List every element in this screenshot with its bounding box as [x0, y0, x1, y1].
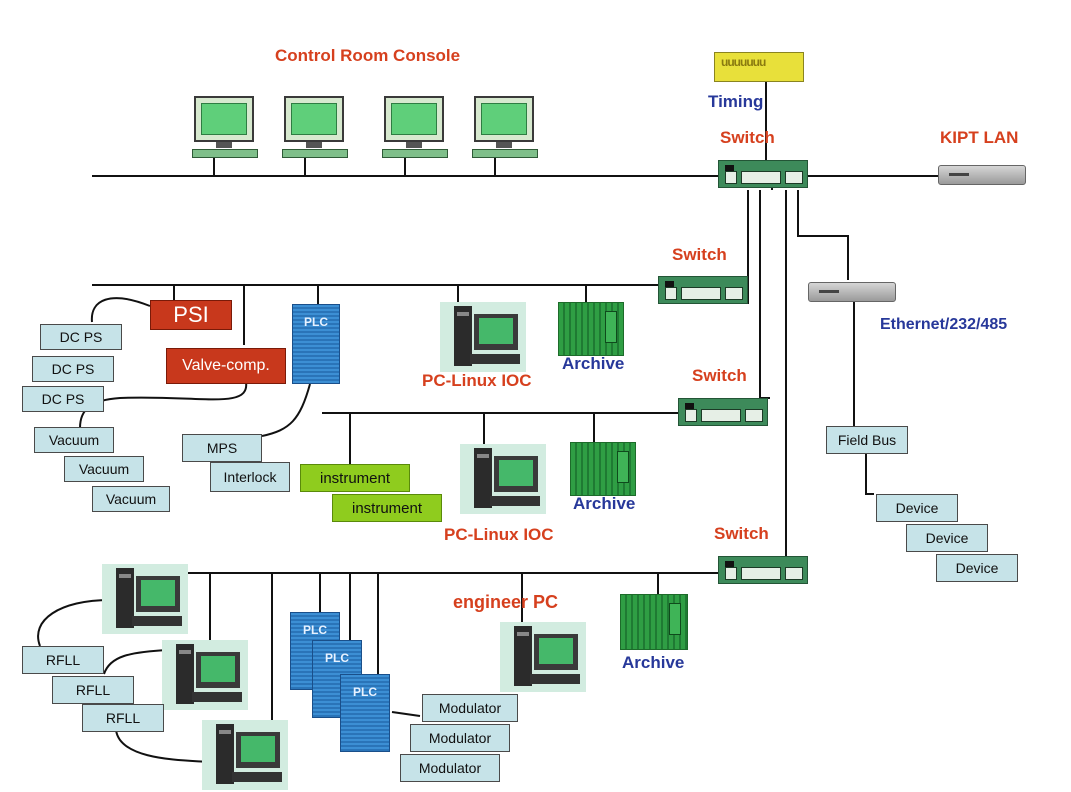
dc-ps-box: DC PS [32, 356, 114, 382]
uplink-switch3 [759, 190, 770, 399]
archive-label-1: Archive [562, 354, 625, 373]
pc-linux-ioc-1-icon [440, 302, 526, 372]
rfll-cable-3 [115, 729, 209, 763]
psi-box: PSI [150, 300, 232, 330]
vacuum-box: Vacuum [64, 456, 144, 482]
plc-icon: PLC [340, 674, 390, 752]
archive-label-2: Archive [573, 494, 636, 513]
archive-1-icon [558, 302, 624, 356]
pc-linux-ioc-label-2: PC-Linux IOC [444, 525, 554, 544]
valve-comp-box: Valve-comp. [166, 348, 286, 384]
dc-ps-cable [90, 297, 151, 323]
engineer-pc-label: engineer PC [453, 592, 559, 612]
mps-cable [261, 383, 311, 437]
vacuum-cable [79, 381, 248, 429]
device-box: Device [906, 524, 988, 552]
switch-2-icon [658, 276, 748, 304]
vacuum-box: Vacuum [34, 427, 114, 453]
rfll-box: RFLL [22, 646, 104, 674]
pc-linux-ioc-2-icon [460, 444, 546, 514]
archive-label-3: Archive [622, 653, 685, 672]
uplink-ethernet [797, 190, 849, 280]
archive-3-icon [620, 594, 688, 650]
instrument-box: instrument [300, 464, 410, 492]
rfll-box: RFLL [52, 676, 134, 704]
timing-icon: uuuuuuu [714, 52, 804, 82]
main-switch-icon [718, 160, 808, 188]
switch-label-main: Switch [720, 128, 775, 147]
instrument-box: instrument [332, 494, 442, 522]
ethernet-232-485-label: Ethernet/232/485 [880, 316, 1008, 333]
rfll-box: RFLL [82, 704, 164, 732]
rfll-workstation-2-icon [162, 640, 248, 710]
kipt-lan-label: KIPT LAN [940, 128, 1019, 147]
timing-label: Timing [708, 92, 764, 111]
kipt-lan-modem-icon [938, 165, 1026, 185]
console-monitor-icon [470, 96, 540, 166]
console-monitor-icon [380, 96, 450, 166]
archive-2-icon [570, 442, 636, 496]
switch-4-icon [718, 556, 808, 584]
device-box: Device [936, 554, 1018, 582]
modulator-box: Modulator [400, 754, 500, 782]
dc-ps-box: DC PS [22, 386, 104, 412]
switch-label-4: Switch [714, 524, 769, 543]
plc-icon: PLC [292, 304, 340, 384]
rfll-cable-1 [37, 599, 111, 647]
interlock-box: Interlock [210, 462, 290, 492]
console-monitor-icon [190, 96, 260, 166]
modulator-box: Modulator [422, 694, 518, 722]
rfll-workstation-3-icon [202, 720, 288, 790]
control-room-console-title: Control Room Console [275, 46, 461, 65]
modulator-cable [391, 711, 421, 717]
switch-3-icon [678, 398, 768, 426]
dc-ps-box: DC PS [40, 324, 122, 350]
console-monitor-icon [280, 96, 350, 166]
modulator-box: Modulator [410, 724, 510, 752]
field-bus-box: Field Bus [826, 426, 908, 454]
switch-label-3: Switch [692, 366, 747, 385]
switch-label-2: Switch [672, 245, 727, 264]
rfll-cable-2 [103, 649, 169, 675]
timing-device-marks: uuuuuuu [721, 55, 766, 69]
vacuum-box: Vacuum [92, 486, 170, 512]
ethernet-converter-icon [808, 282, 896, 302]
engineer-pc-icon [500, 622, 586, 692]
mps-box: MPS [182, 434, 262, 462]
pc-linux-ioc-label-1: PC-Linux IOC [422, 371, 532, 390]
device-box: Device [876, 494, 958, 522]
rfll-workstation-1-icon [102, 564, 188, 634]
